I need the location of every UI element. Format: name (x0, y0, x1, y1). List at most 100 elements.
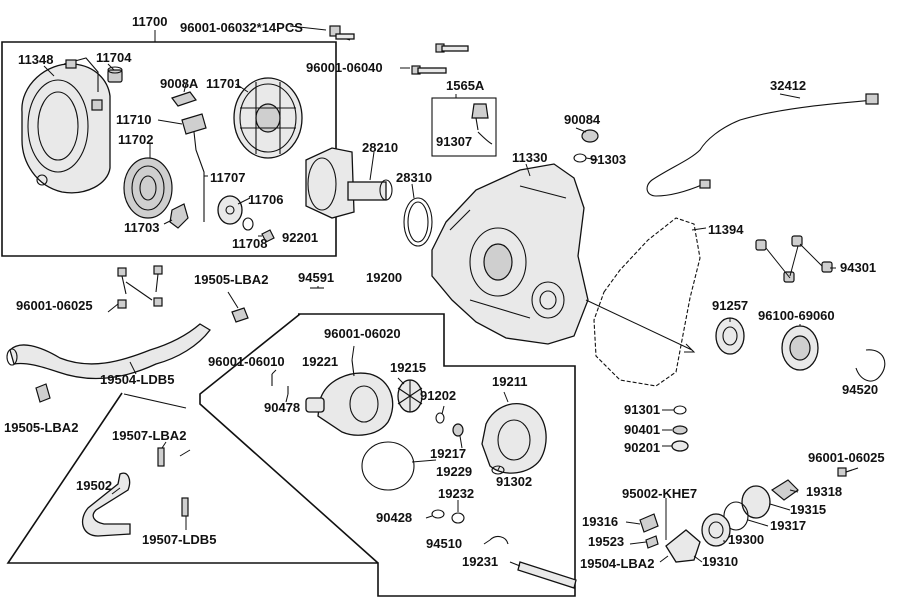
part-91303-oring (573, 153, 587, 163)
part-11701-starter-pulley (233, 77, 303, 159)
part-19310-joint (665, 529, 701, 563)
label-19504-LDB5: 19504-LDB5 (100, 372, 174, 387)
part-11710-handle (181, 113, 207, 222)
part-11348-fan-cover (21, 57, 111, 194)
part-19317-thermostat (723, 501, 749, 531)
part-96001-06032-bolt (329, 25, 355, 41)
part-11702-recoil-spring (123, 157, 173, 219)
label-32412: 32412 (770, 78, 806, 93)
part-91307-drain-plug (471, 103, 493, 145)
part-11703-ratchet (169, 203, 189, 229)
label-19505-LBA2-a: 19505-LBA2 (194, 272, 268, 287)
label-91302: 91302 (496, 474, 532, 489)
label-19523: 19523 (588, 534, 624, 549)
part-19504-LDB5-hose (6, 323, 211, 380)
label-11708: 11708 (232, 236, 267, 251)
part-90428-washer (431, 509, 445, 519)
part-19215-impeller (397, 379, 423, 413)
label-19300: 19300 (728, 532, 764, 547)
label-19505-LBA2-b: 19505-LBA2 (4, 420, 78, 435)
group-frame-11700 (1, 41, 337, 257)
part-19217-ring (452, 423, 464, 437)
part-11708-washer (242, 217, 254, 231)
label-19507-LDB5: 19507-LDB5 (142, 532, 216, 547)
part-94301-dowels (755, 235, 833, 283)
label-11710: 11710 (116, 112, 151, 127)
part-19318-bracket (770, 479, 799, 501)
part-11394-gasket (593, 217, 701, 387)
part-90084-plug (581, 129, 599, 143)
label-91202: 91202 (420, 388, 456, 403)
label-19317: 19317 (770, 518, 806, 533)
part-19507-LDB5-clamp (181, 497, 189, 517)
label-96001-06025-a: 96001-06025 (16, 298, 93, 313)
label-94591: 94591 (298, 270, 334, 285)
part-19315-thermostat-cover (741, 485, 771, 519)
arrow-crankcase-to-bearing (585, 299, 696, 353)
part-19505-LBA2-clamp-b (35, 383, 51, 403)
label-11700: 11700 (132, 14, 167, 29)
part-19507-LBA2-clamp (157, 447, 165, 467)
label-94301: 94301 (840, 260, 876, 275)
label-90428: 90428 (376, 510, 412, 525)
label-11701: 11701 (206, 76, 241, 91)
label-94520: 94520 (842, 382, 878, 397)
part-96100-69060-bearing (781, 325, 819, 371)
part-19505-LBA2-clamp-a (231, 307, 249, 323)
label-11394: 11394 (708, 222, 744, 237)
frame-arrow-19507 (123, 393, 187, 409)
label-19502: 19502 (76, 478, 112, 493)
label-28310: 28310 (396, 170, 432, 185)
part-90401-washer (672, 425, 688, 435)
label-90478: 90478 (264, 400, 300, 415)
label-19215: 19215 (390, 360, 426, 375)
label-96001-06020: 96001-06020 (324, 326, 401, 341)
part-19300-thermostat-body (701, 513, 731, 547)
label-96100-69060: 96100-69060 (758, 308, 835, 323)
part-19523-clamp (645, 535, 659, 549)
label-11703: 11703 (124, 220, 159, 235)
label-11704: 11704 (96, 50, 132, 65)
label-9008A: 9008A (160, 76, 199, 91)
part-19221-pump-housing (305, 359, 394, 436)
label-19200: 19200 (366, 270, 402, 285)
part-96001-06025-bolt-b (837, 467, 859, 477)
part-91257-oil-seal (715, 317, 745, 355)
part-32412-cable (646, 93, 879, 197)
part-11330-crankcase-cover (431, 163, 589, 345)
label-90401: 90401 (624, 422, 660, 437)
label-19507-LBA2: 19507-LBA2 (112, 428, 186, 443)
label-19217: 19217 (430, 446, 466, 461)
label-11707: 11707 (210, 170, 245, 185)
label-19231: 19231 (462, 554, 498, 569)
part-19229-gasket (361, 441, 415, 491)
label-90084: 90084 (564, 112, 601, 127)
part-11704-bushing (107, 66, 123, 83)
part-91301-oring (673, 405, 687, 415)
part-11706-drive-plate (217, 195, 243, 225)
label-28210: 28210 (362, 140, 398, 155)
label-92201: 92201 (282, 230, 318, 245)
part-92201-bolt (261, 229, 275, 243)
leader-lines (43, 25, 853, 567)
label-96001-06040: 96001-06040 (306, 60, 383, 75)
part-19231-shaft (517, 561, 577, 589)
label-96001-06032: 96001-06032*14PCS (180, 20, 303, 35)
label-94510: 94510 (426, 536, 462, 551)
label-91307: 91307 (436, 134, 472, 149)
label-1565A: 1565A (446, 78, 485, 93)
label-96001-06010: 96001-06010 (208, 354, 285, 369)
label-19310: 19310 (702, 554, 738, 569)
part-90201-nut (671, 440, 689, 452)
label-11702: 11702 (118, 132, 153, 147)
part-28210-clutch-outer (305, 147, 393, 219)
label-19504-LBA2: 19504-LBA2 (580, 556, 654, 571)
label-96001-06025-b: 96001-06025 (808, 450, 885, 465)
label-19232: 19232 (438, 486, 474, 501)
label-19318: 19318 (806, 484, 842, 499)
group-frame-19200 (6, 313, 576, 597)
part-96001-06025-bolts (117, 265, 163, 309)
label-19315: 19315 (790, 502, 826, 517)
